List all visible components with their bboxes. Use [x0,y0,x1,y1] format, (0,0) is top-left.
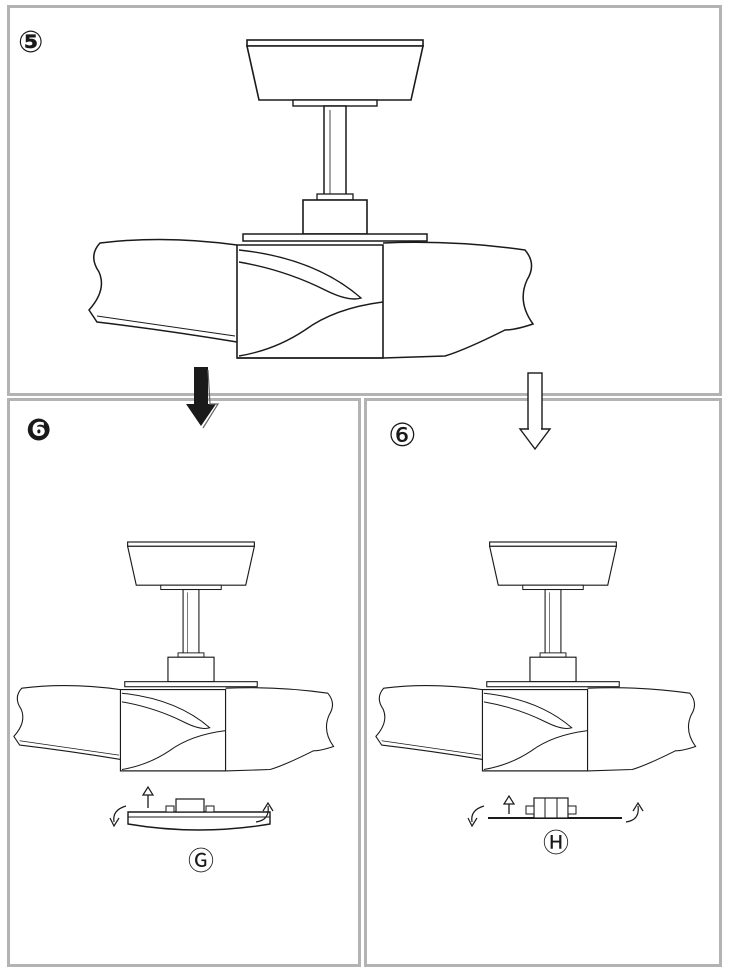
outline-down-arrow-icon [518,372,552,451]
part-g-label: Ⓖ [188,847,214,877]
step-6-outline-label: ⑥ [388,416,417,454]
light-kit-g [109,785,274,831]
mounting-plate-h [467,794,644,827]
up-arrow-icon [141,785,155,808]
solid-down-arrow-icon [186,367,220,429]
panel-step-6-option-g: ❻ Ⓖ [7,398,361,967]
step-6-solid-label: ❻ [26,413,51,448]
step-5-label: ⑤ [18,25,43,60]
panel-step-5: ⑤ [7,5,722,396]
part-h-label: Ⓗ [543,829,569,859]
up-arrow-icon [502,794,516,814]
panel-step-6-option-h: ⑥ Ⓗ [364,398,722,967]
